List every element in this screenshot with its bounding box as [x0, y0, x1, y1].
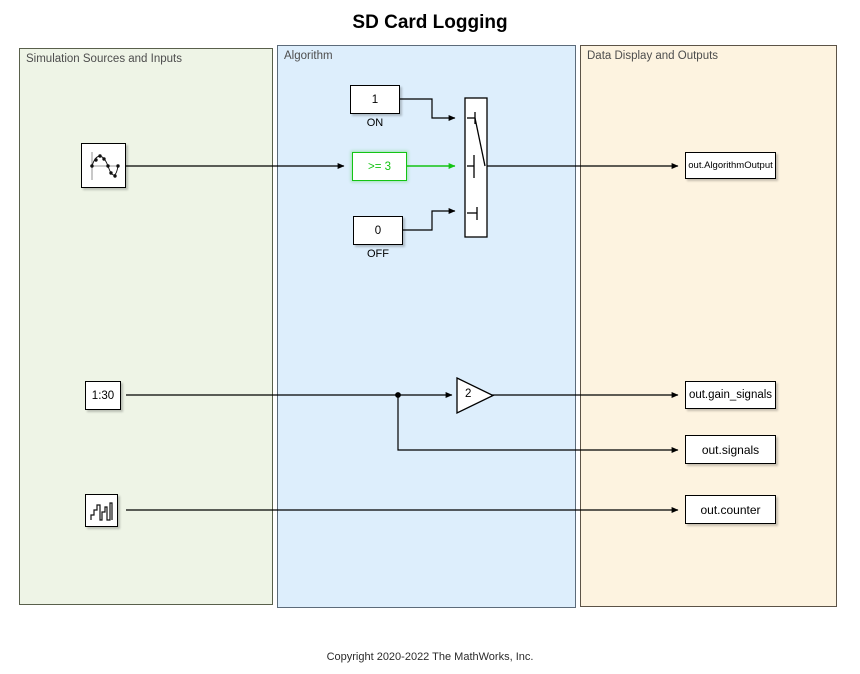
outport-algorithm-output-label: out.AlgorithmOutput — [688, 160, 773, 171]
constant-off-value: 0 — [374, 224, 382, 237]
gain-triangle-icon — [456, 376, 495, 415]
outport-signals[interactable]: out.signals — [685, 435, 776, 464]
panel-simulation-sources-label: Simulation Sources and Inputs — [26, 53, 182, 65]
outport-algorithm-output[interactable]: out.AlgorithmOutput — [685, 152, 776, 179]
switch-icon — [464, 97, 488, 238]
outport-counter[interactable]: out.counter — [685, 495, 776, 524]
sine-wave-icon — [89, 151, 120, 180]
constant-on-block[interactable]: 1 — [350, 85, 400, 114]
panel-simulation-sources: Simulation Sources and Inputs — [19, 48, 273, 605]
counter-source[interactable] — [85, 494, 118, 527]
outport-counter-label: out.counter — [700, 502, 761, 517]
switch-block[interactable] — [464, 97, 488, 238]
outport-gain-signals-label: out.gain_signals — [688, 389, 773, 401]
compare-to-constant-block[interactable]: >= 3 — [352, 152, 407, 181]
panel-algorithm-label: Algorithm — [284, 50, 333, 62]
gain-block[interactable]: 2 — [455, 376, 495, 415]
constant-off-caption: OFF — [367, 248, 389, 260]
constant-on-caption: ON — [366, 117, 384, 129]
panel-data-display-outputs-label: Data Display and Outputs — [587, 50, 719, 62]
compare-to-constant-label: >= 3 — [367, 160, 392, 173]
ramp-source[interactable]: 1:30 — [85, 381, 121, 410]
sine-wave-source[interactable] — [81, 143, 126, 188]
panel-algorithm: Algorithm — [277, 45, 576, 608]
constant-on-value: 1 — [371, 93, 379, 106]
outport-gain-signals[interactable]: out.gain_signals — [685, 381, 776, 409]
outport-signals-label: out.signals — [701, 442, 760, 457]
constant-off-block[interactable]: 0 — [353, 216, 403, 245]
page-title: SD Card Logging — [352, 12, 508, 33]
gain-value: 2 — [465, 388, 472, 400]
staircase-icon — [89, 501, 113, 521]
ramp-source-label: 1:30 — [91, 389, 115, 402]
copyright-text: Copyright 2020-2022 The MathWorks, Inc. — [326, 651, 534, 663]
